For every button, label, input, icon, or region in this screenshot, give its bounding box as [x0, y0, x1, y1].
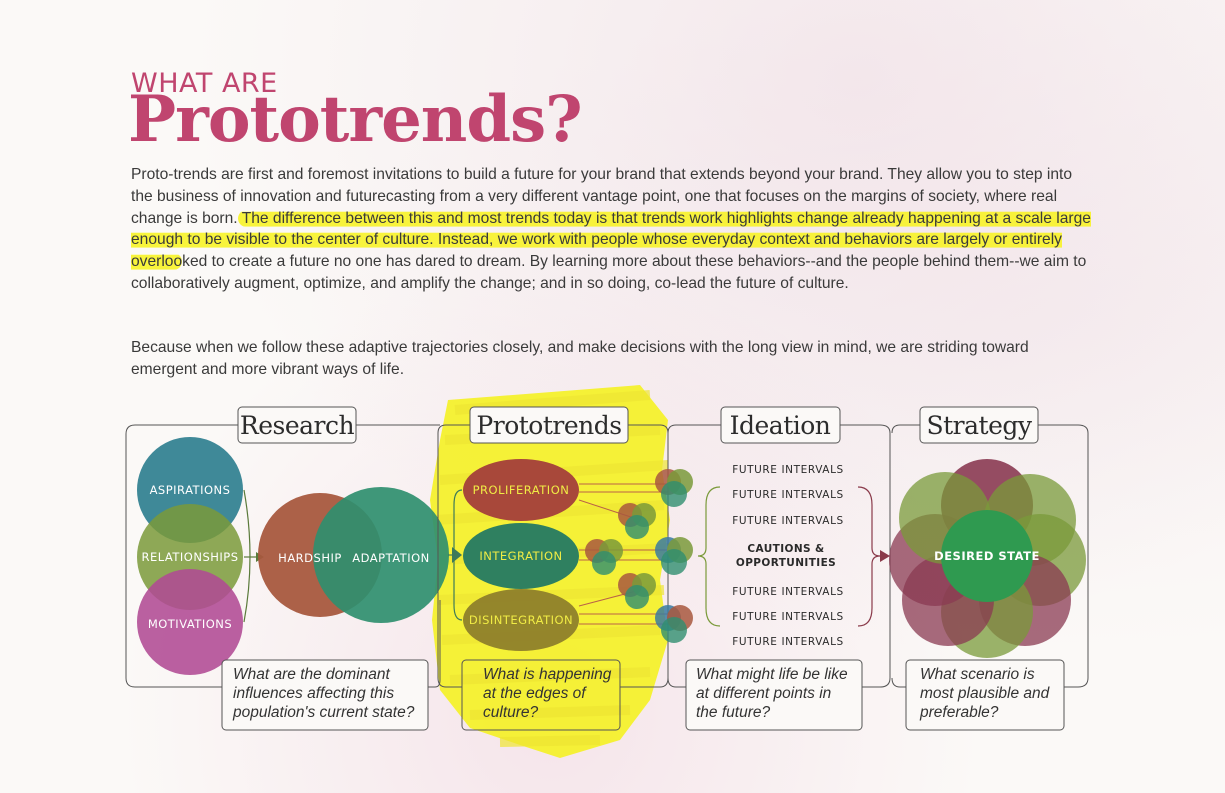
research-tab: [237, 406, 357, 444]
ideation-tab: [720, 406, 841, 444]
strategy-question: What scenario is most plausible and pref…: [920, 666, 1050, 721]
research-frame: [125, 424, 441, 688]
page-title: Prototrends?: [128, 82, 583, 157]
future-interval-5: FUTURE INTERVALS: [732, 611, 844, 623]
strategy-rosette: [889, 459, 1086, 658]
proliferation-label: PROLIFERATION: [473, 483, 570, 497]
hardship-adaptation: [258, 487, 462, 623]
closing-paragraph: Because when we follow these adaptive tr…: [131, 339, 1029, 378]
prototrends-ovals: [453, 459, 668, 651]
research-question-box: [221, 659, 429, 731]
prototrends-tab: [469, 406, 629, 444]
research-question: What are the dominant influences affecti…: [233, 666, 415, 721]
desired-state-label: DESIRED STATE: [934, 549, 1040, 563]
future-interval-1: FUTURE INTERVALS: [732, 464, 844, 476]
disintegration-label: DISINTEGRATION: [469, 613, 573, 627]
strategy-question-box: [905, 659, 1065, 731]
relationships-label: RELATIONSHIPS: [141, 550, 238, 564]
research-circles: [137, 437, 264, 675]
motivations-label: MOTIVATIONS: [148, 617, 232, 631]
strategy-frame: [891, 424, 1089, 688]
adaptation-label: ADAPTATION: [352, 551, 430, 565]
future-interval-6: FUTURE INTERVALS: [732, 636, 844, 648]
future-interval-4: FUTURE INTERVALS: [732, 586, 844, 598]
future-interval-3: FUTURE INTERVALS: [732, 515, 844, 527]
hardship-label: HARDSHIP: [278, 551, 342, 565]
strategy-tab: [919, 406, 1039, 444]
intro-paragraph: Proto-trends are first and foremost invi…: [131, 164, 1096, 295]
aspirations-label: ASPIRATIONS: [150, 483, 231, 497]
prototrends-question: What is happening at the edges of cultur…: [483, 666, 612, 721]
cautions-label: CAUTIONS &: [747, 543, 824, 555]
integration-label: INTEGRATION: [479, 549, 562, 563]
ideation-question: What might life be like at different poi…: [696, 666, 848, 721]
intro-text: Proto-trends are first and foremost invi…: [131, 166, 1073, 227]
future-interval-2: FUTURE INTERVALS: [732, 489, 844, 501]
opportunities-label: OPPORTUNITIES: [736, 557, 836, 569]
ideation-question-box: [685, 659, 863, 731]
ideation-title: Ideation: [730, 411, 831, 440]
strategy-title: Strategy: [927, 411, 1033, 440]
interval-clusters: [585, 469, 693, 643]
ideation-brackets: [697, 486, 890, 627]
prototrends-title: Prototrends: [476, 411, 621, 440]
research-title: Research: [240, 411, 355, 440]
intro-text-continued: ked to create a future no one has dared …: [131, 253, 1087, 292]
prototrends-question-box: [461, 659, 621, 731]
page-kicker: WHAT ARE: [131, 68, 278, 99]
